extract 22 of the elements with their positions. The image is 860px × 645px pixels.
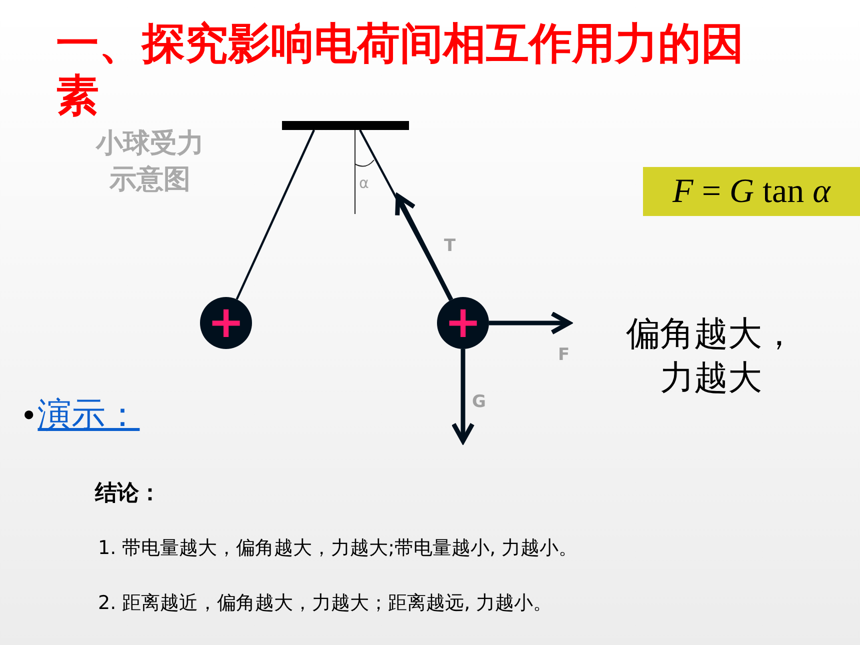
angle-label: α: [359, 174, 369, 192]
edge-label: G: [472, 392, 486, 412]
support-beam: [282, 121, 409, 130]
diagram-caption: 小球受力示意图: [94, 127, 205, 197]
edge-label: T: [444, 236, 456, 256]
title: 一、探究影响电荷间相互作用力的因素: [56, 18, 745, 122]
string-line: [236, 130, 315, 300]
demo-link: 演示：: [38, 394, 141, 437]
edge-label: F: [558, 345, 570, 365]
charged-ball: [200, 297, 252, 349]
formula: F = G tan α: [643, 167, 860, 216]
conclusion-text: 2. 距离越近，偏角越大，力越大；距离越远, 力越小。: [98, 591, 552, 616]
force-arrow: [395, 194, 454, 301]
charged-ball: [437, 297, 489, 349]
note-text: 偏角越大，力越大: [625, 313, 797, 400]
charge-sign: +: [208, 301, 244, 345]
conclusion-text: 1. 带电量越大，偏角越大，力越大;带电量越小, 力越小。: [98, 536, 578, 561]
force-arrow: [489, 311, 572, 335]
conclusion-heading: 结论：: [95, 480, 161, 508]
force-arrow: [451, 349, 475, 444]
charge-sign: +: [444, 301, 482, 345]
bullet: •: [20, 399, 38, 434]
